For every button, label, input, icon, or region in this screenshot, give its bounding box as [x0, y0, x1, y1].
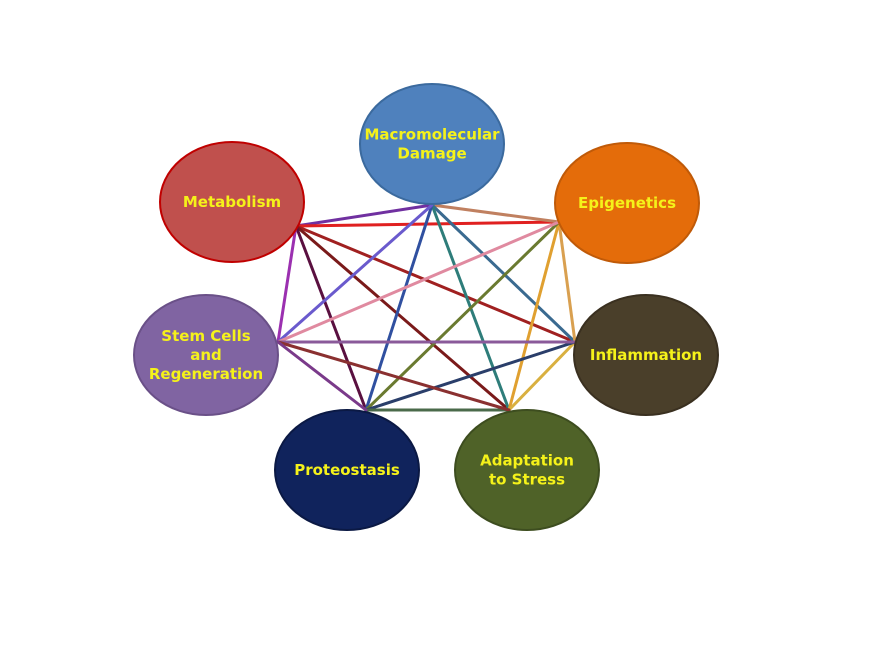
- edge-epigenetics-inflammation: [557, 220, 577, 344]
- node-metabolism: Metabolism: [159, 141, 305, 263]
- edge-metabolism-epigenetics: [294, 220, 561, 228]
- node-label-inflammation: Inflammation: [590, 346, 702, 364]
- node-ellipse-adaptation-to-stress: [454, 409, 600, 531]
- node-ellipse-proteostasis: [274, 409, 420, 531]
- edge-epigenetics-adaptation-to-stress: [507, 220, 561, 412]
- node-ellipse-inflammation: [573, 294, 719, 416]
- node-inflammation: Inflammation: [573, 294, 719, 416]
- edge-proteostasis-stem-cells-and-regeneration: [276, 340, 368, 412]
- node-label-stem-cells-and-regeneration: Regeneration: [149, 365, 263, 383]
- edge-macromolecular-damage-stem-cells-and-regeneration: [276, 203, 434, 344]
- node-ellipse-epigenetics: [554, 142, 700, 264]
- edge-metabolism-macromolecular-damage: [294, 203, 434, 228]
- node-ellipse-macromolecular-damage: [359, 83, 505, 205]
- edge-inflammation-adaptation-to-stress: [507, 340, 577, 412]
- node-label-metabolism: Metabolism: [183, 193, 281, 211]
- edge-epigenetics-stem-cells-and-regeneration: [276, 220, 561, 344]
- node-label-macromolecular-damage: Macromolecular: [364, 126, 500, 144]
- edge-macromolecular-damage-inflammation: [430, 203, 577, 344]
- node-ellipse-stem-cells-and-regeneration: [133, 294, 279, 416]
- edge-inflammation-proteostasis: [364, 340, 577, 412]
- edge-macromolecular-damage-epigenetics: [430, 203, 561, 224]
- node-label-proteostasis: Proteostasis: [294, 461, 400, 479]
- node-label-epigenetics: Epigenetics: [578, 194, 676, 212]
- node-label-stem-cells-and-regeneration: Stem Cells: [161, 327, 250, 345]
- node-proteostasis: Proteostasis: [274, 409, 420, 531]
- edges-layer: [276, 203, 577, 412]
- edge-adaptation-to-stress-stem-cells-and-regeneration: [276, 340, 511, 412]
- edge-metabolism-inflammation: [294, 224, 577, 344]
- node-label-adaptation-to-stress: Adaptation: [480, 452, 574, 470]
- edge-macromolecular-damage-proteostasis: [364, 203, 434, 412]
- node-epigenetics: Epigenetics: [554, 142, 700, 264]
- edge-metabolism-stem-cells-and-regeneration: [276, 224, 298, 344]
- node-label-macromolecular-damage: Damage: [397, 145, 466, 163]
- node-ellipse-metabolism: [159, 141, 305, 263]
- node-label-stem-cells-and-regeneration: and: [190, 346, 222, 364]
- edge-metabolism-adaptation-to-stress: [294, 224, 511, 412]
- node-label-adaptation-to-stress: to Stress: [489, 471, 565, 489]
- nodes-layer: MacromolecularDamageEpigeneticsInflammat…: [133, 83, 719, 531]
